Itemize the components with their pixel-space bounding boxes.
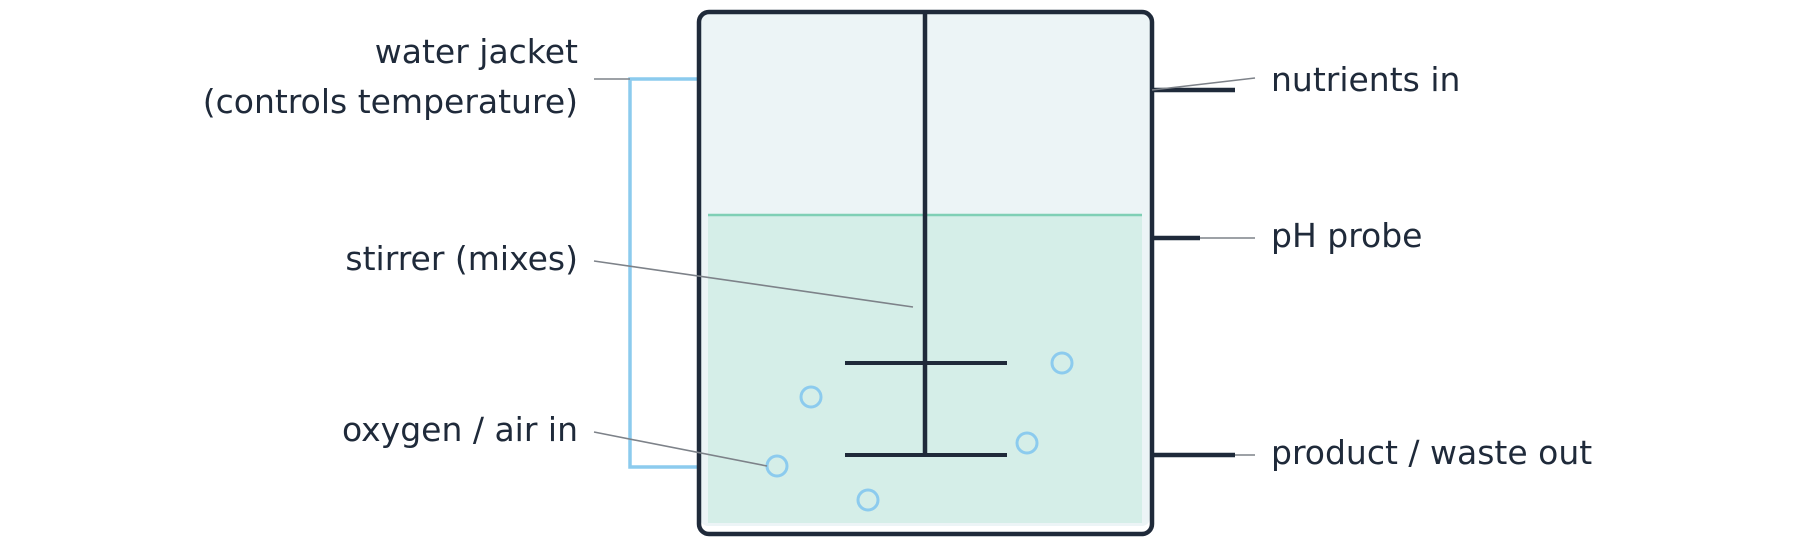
bubble (1050, 351, 1074, 375)
nutrients-label: nutrients in (1271, 60, 1460, 99)
stirrer-label: stirrer (mixes) (345, 239, 578, 278)
ph-probe-label: pH probe (1271, 216, 1422, 255)
bubble-icon (765, 351, 1074, 512)
nutrients-leader (1151, 77, 1256, 91)
bubble (1015, 431, 1039, 455)
water-jacket-icon (628, 77, 698, 469)
water-jacket-label: water jacket (375, 32, 578, 71)
oxygen-leader (593, 431, 768, 467)
product-label: product / waste out (1271, 433, 1592, 472)
oxygen-label: oxygen / air in (342, 410, 578, 449)
water-jacket-sublabel: (controls temperature) (203, 82, 578, 121)
stirrer-leader (593, 260, 914, 308)
bubble (799, 385, 823, 409)
stirrer-icon (845, 10, 1007, 457)
bubble (856, 488, 880, 512)
